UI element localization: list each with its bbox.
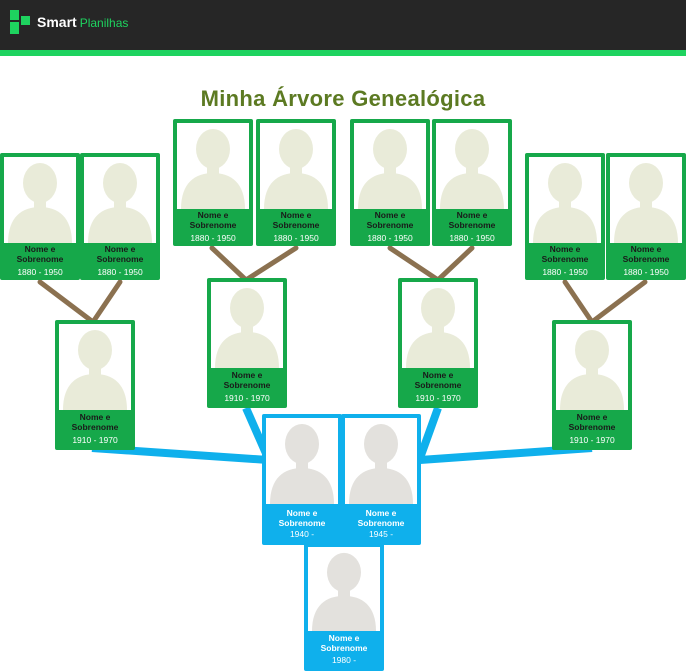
person-silhouette-icon	[84, 157, 156, 243]
person-name: Nome e Sobrenome	[622, 244, 670, 264]
connector-gg2-gp1	[90, 279, 123, 325]
person-silhouette-icon	[211, 282, 283, 368]
person-silhouette-icon	[556, 324, 628, 410]
person-silhouette-icon	[4, 157, 76, 243]
person-silhouette-icon	[266, 418, 338, 504]
person-years: 1910 - 1970	[415, 393, 461, 403]
person-card-gg8[interactable]: Nome e Sobrenome 1880 - 1950	[606, 153, 686, 280]
person-years: 1880 - 1950	[273, 233, 319, 243]
person-years: 1880 - 1950	[97, 267, 143, 277]
person-years: 1880 - 1950	[449, 233, 495, 243]
person-name: Nome e Sobrenome	[541, 244, 589, 264]
connector-gp1-parents	[91, 444, 269, 464]
person-years: 1880 - 1950	[17, 267, 63, 277]
brand-light: Planilhas	[79, 16, 129, 30]
connector-gg4-gp2	[243, 245, 299, 283]
connector-gg8-gp4	[589, 279, 648, 325]
person-name: Nome e Sobrenome	[366, 210, 414, 230]
person-years: 1980 -	[331, 655, 357, 665]
person-name: Nome e Sobrenome	[448, 210, 496, 230]
person-years: 1880 - 1950	[542, 267, 588, 277]
person-card-gg4[interactable]: Nome e Sobrenome 1880 - 1950	[256, 119, 336, 246]
person-years: 1880 - 1950	[367, 233, 413, 243]
person-name: Nome e Sobrenome	[71, 412, 119, 432]
person-name: Nome e Sobrenome	[278, 508, 326, 528]
person-years: 1910 - 1970	[569, 435, 615, 445]
person-name: Nome e Sobrenome	[568, 412, 616, 432]
person-name: Nome e Sobrenome	[272, 210, 320, 230]
brand-bold: Smart	[37, 14, 77, 30]
person-name: Nome e Sobrenome	[357, 508, 405, 528]
connector-gg7-gp4	[562, 279, 595, 325]
connector-gg6-gp3	[435, 245, 475, 283]
person-years: 1880 - 1950	[623, 267, 669, 277]
connector-gp4-parents	[419, 444, 593, 464]
page-title: Minha Árvore Genealógica	[200, 86, 486, 111]
person-card-gg6[interactable]: Nome e Sobrenome 1880 - 1950	[432, 119, 512, 246]
person-name: Nome e Sobrenome	[16, 244, 64, 264]
person-name: Nome e Sobrenome	[189, 210, 237, 230]
person-card-gg1[interactable]: Nome e Sobrenome 1880 - 1950	[0, 153, 80, 280]
person-years: 1910 - 1970	[224, 393, 270, 403]
person-card-gp2[interactable]: Nome e Sobrenome 1910 - 1970	[207, 278, 287, 408]
person-card-parent-1[interactable]: Nome e Sobrenome 1940 -	[262, 414, 342, 545]
person-silhouette-icon	[59, 324, 131, 410]
person-years: 1945 -	[368, 529, 394, 539]
person-name: Nome e Sobrenome	[320, 633, 368, 653]
header-accent-stripe	[0, 50, 686, 56]
person-card-parent-2[interactable]: Nome e Sobrenome 1945 -	[341, 414, 421, 545]
person-name: Nome e Sobrenome	[414, 370, 462, 390]
person-card-gg7[interactable]: Nome e Sobrenome 1880 - 1950	[525, 153, 605, 280]
connector-gg5-gp3	[387, 245, 441, 283]
smart-planilhas-logo-icon	[10, 10, 32, 34]
person-silhouette-icon	[345, 418, 417, 504]
person-card-gp3[interactable]: Nome e Sobrenome 1910 - 1970	[398, 278, 478, 408]
person-silhouette-icon	[402, 282, 474, 368]
person-silhouette-icon	[354, 123, 426, 209]
person-silhouette-icon	[436, 123, 508, 209]
person-years: 1940 -	[289, 529, 315, 539]
connector-gp3-parents	[416, 406, 442, 460]
person-card-gg2[interactable]: Nome e Sobrenome 1880 - 1950	[80, 153, 160, 280]
person-card-gp4[interactable]: Nome e Sobrenome 1910 - 1970	[552, 320, 632, 450]
person-name: Nome e Sobrenome	[96, 244, 144, 264]
person-silhouette-icon	[260, 123, 332, 209]
person-years: 1880 - 1950	[190, 233, 236, 243]
person-years: 1910 - 1970	[72, 435, 118, 445]
person-silhouette-icon	[529, 157, 601, 243]
person-silhouette-icon	[177, 123, 249, 209]
connector-gg1-gp1	[37, 279, 96, 325]
person-card-gg5[interactable]: Nome e Sobrenome 1880 - 1950	[350, 119, 430, 246]
person-card-gg3[interactable]: Nome e Sobrenome 1880 - 1950	[173, 119, 253, 246]
person-card-self[interactable]: Nome e Sobrenome 1980 -	[304, 543, 384, 671]
person-card-gp1[interactable]: Nome e Sobrenome 1910 - 1970	[55, 320, 135, 450]
connector-gg3-gp2	[209, 245, 249, 283]
person-name: Nome e Sobrenome	[223, 370, 271, 390]
person-silhouette-icon	[610, 157, 682, 243]
person-silhouette-icon	[308, 547, 380, 631]
